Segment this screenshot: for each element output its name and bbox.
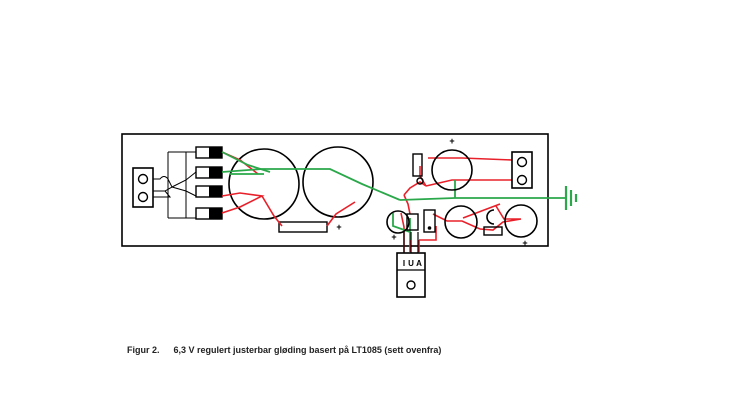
diode-d3 <box>195 185 223 198</box>
small-resistor-vertical <box>412 153 423 177</box>
plus-mark-cap-output: + <box>522 238 527 248</box>
capacitor-small-left <box>386 210 410 234</box>
red-traces <box>221 151 522 252</box>
diode-d2 <box>195 166 223 179</box>
regulator-pin-u: U <box>408 259 414 268</box>
plus-mark-cap-bottom: + <box>336 222 341 232</box>
pcb-outline <box>121 133 549 247</box>
figure-label: Figur 2. <box>127 345 160 355</box>
filter-capacitor-1 <box>228 148 300 220</box>
regulator-pin-a: A <box>416 259 422 268</box>
resistor-right <box>483 226 503 236</box>
filter-capacitor-2 <box>302 146 374 218</box>
diode-d1 <box>195 146 223 159</box>
capacitor-upper <box>431 149 473 191</box>
output-capacitor <box>504 204 538 238</box>
capacitor-mid <box>444 205 478 239</box>
resistor-bottom <box>278 221 328 233</box>
trimmer-potentiometer <box>486 209 495 225</box>
ground-symbol <box>564 186 578 210</box>
plus-mark-cap-upper: + <box>449 136 454 146</box>
small-capacitor <box>406 213 419 231</box>
output-terminal <box>511 151 533 189</box>
voltage-regulator <box>396 232 426 298</box>
figure-caption: Figur 2. 6,3 V regulert justerbar glødin… <box>127 345 441 355</box>
rectifier-wiring <box>153 151 197 219</box>
input-terminal <box>132 167 154 208</box>
test-point <box>416 177 424 185</box>
regulator-pin-i: I <box>403 259 405 268</box>
diode-dot <box>427 226 432 230</box>
green-traces <box>221 151 566 240</box>
diode-vertical <box>423 209 436 233</box>
plus-mark-cap-left: + <box>391 232 396 242</box>
diode-d4 <box>195 207 223 220</box>
figure-caption-text: 6,3 V regulert justerbar gløding basert … <box>173 345 442 355</box>
